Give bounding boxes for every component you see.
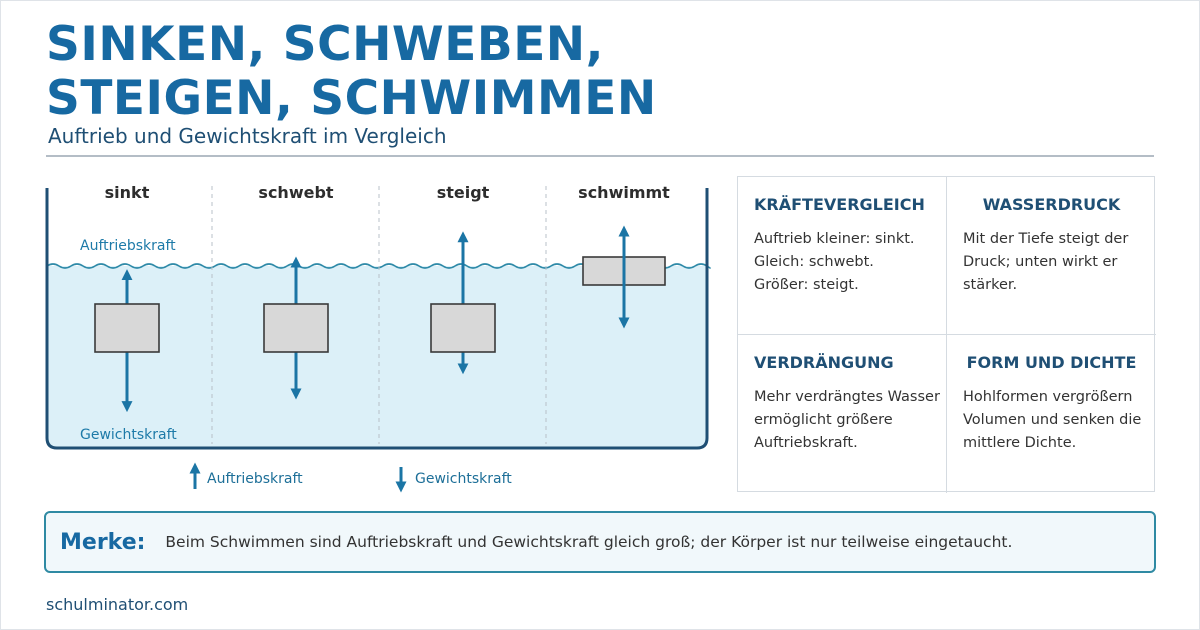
info-card-line: stärker. xyxy=(963,277,1018,293)
page-title: SINKEN, SCHWEBEN, STEIGEN, SCHWIMMEN xyxy=(46,18,657,126)
info-card-title: FORM UND DICHTE xyxy=(966,353,1137,372)
body-block xyxy=(430,303,496,353)
info-card-wasserdruck: WASSERDRUCK Mit der Tiefe steigt der Dru… xyxy=(947,177,1156,335)
info-grid: KRÄFTEVERGLEICH Auftrieb kleiner: sinkt.… xyxy=(737,176,1156,493)
info-card-title: KRÄFTEVERGLEICH xyxy=(754,195,925,214)
legend-down-label: Gewichtskraft xyxy=(415,471,512,487)
info-card-line: Mit der Tiefe steigt der xyxy=(963,231,1129,247)
info-card-line: Gleich: schwebt. xyxy=(754,254,874,270)
column-separators xyxy=(211,186,547,444)
body-block xyxy=(94,303,160,353)
column-schwimmt: schwimmt xyxy=(578,183,670,329)
footer-site-name: schulminator.com xyxy=(46,595,189,614)
legend-up-label: Auftriebskraft xyxy=(207,471,303,487)
info-card-line: Hohlformen vergrößern xyxy=(963,389,1133,405)
info-card-title: VERDRÄNGUNG xyxy=(754,353,894,372)
title-line-1: SINKEN, SCHWEBEN, xyxy=(46,17,604,72)
info-card-title: WASSERDRUCK xyxy=(982,195,1121,214)
legend-up: Auftriebskraft xyxy=(189,462,303,489)
merke-label: Merke: xyxy=(60,529,146,555)
body-block xyxy=(263,303,329,353)
info-card-line: mittlere Dichte. xyxy=(963,435,1077,451)
column-sinkt: sinkt xyxy=(94,183,160,413)
diagram-columns: sinkt schwebt steigt schwimmt xyxy=(94,183,670,413)
column-steigt: steigt xyxy=(430,183,496,375)
buoyancy-force-label: Auftriebskraft xyxy=(80,238,176,254)
column-label: steigt xyxy=(437,183,490,202)
column-label: schwimmt xyxy=(578,183,670,202)
info-card-line: Druck; unten wirkt er xyxy=(963,254,1118,270)
column-schwebt: schwebt xyxy=(258,183,334,400)
merke-text: Beim Schwimmen sind Auftriebskraft und G… xyxy=(165,533,1013,551)
column-label: sinkt xyxy=(105,183,150,202)
water-tank xyxy=(45,188,709,450)
column-label: schwebt xyxy=(258,183,333,202)
info-card-verdraengung: VERDRÄNGUNG Mehr verdrängtes Wasser ermö… xyxy=(738,335,947,493)
title-line-2: STEIGEN, SCHWIMMEN xyxy=(46,71,657,126)
merke-box: Merke: Beim Schwimmen sind Auftriebskraf… xyxy=(44,511,1156,573)
info-card-kraeftevergleich: KRÄFTEVERGLEICH Auftrieb kleiner: sinkt.… xyxy=(738,177,947,335)
weight-force-label: Gewichtskraft xyxy=(80,427,177,443)
info-card-line: Mehr verdrängtes Wasser xyxy=(754,389,940,405)
info-card-line: ermöglicht größere xyxy=(754,412,893,428)
water-body xyxy=(47,266,707,448)
legend-down: Gewichtskraft xyxy=(395,467,512,493)
header-divider xyxy=(46,155,1154,157)
info-card-line: Auftrieb kleiner: sinkt. xyxy=(754,231,915,247)
info-card-form-und-dichte: FORM UND DICHTE Hohlformen vergrößern Vo… xyxy=(947,335,1156,493)
info-card-line: Auftriebskraft. xyxy=(754,435,858,451)
info-card-line: Volumen und senken die xyxy=(963,412,1142,428)
info-card-line: Größer: steigt. xyxy=(754,277,859,293)
page-subtitle: Auftrieb und Gewichtskraft im Vergleich xyxy=(48,124,447,148)
